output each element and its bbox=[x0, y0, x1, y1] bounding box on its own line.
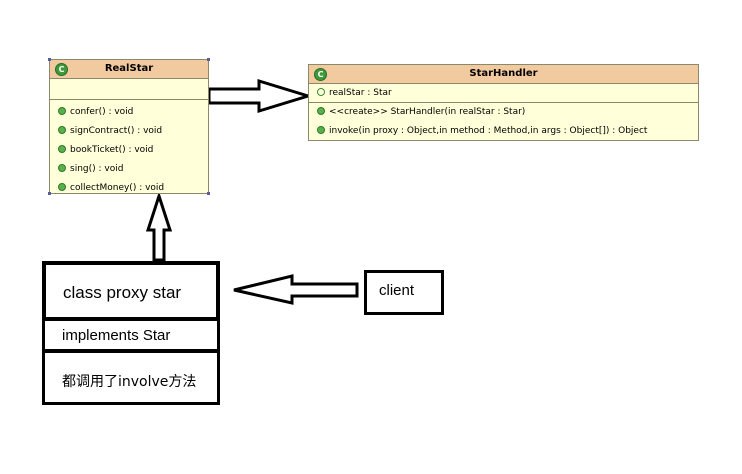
method-row: signContract() : void bbox=[50, 122, 208, 141]
public-method-icon bbox=[58, 164, 66, 172]
realstar-class: C RealStar confer() : void signContract(… bbox=[49, 59, 209, 194]
proxy-implements: implements Star bbox=[62, 327, 171, 344]
attribute-row: realStar : Star bbox=[309, 84, 698, 102]
starhandler-attributes: realStar : Star bbox=[309, 84, 698, 103]
proxy-note: 都调用了involve方法 bbox=[62, 374, 197, 390]
starhandler-class: C StarHandler realStar : Star <<create>>… bbox=[308, 64, 699, 141]
arrow-client-to-proxy bbox=[233, 274, 359, 305]
class-icon: C bbox=[314, 68, 327, 81]
selection-handle bbox=[207, 58, 210, 61]
starhandler-title: StarHandler bbox=[469, 68, 538, 79]
selection-handle bbox=[48, 58, 51, 61]
public-method-icon bbox=[317, 107, 325, 115]
method-row: sing() : void bbox=[50, 160, 208, 179]
public-method-icon bbox=[58, 183, 66, 191]
realstar-methods: confer() : void signContract() : void bo… bbox=[50, 100, 208, 198]
method-row: collectMoney() : void bbox=[50, 179, 208, 198]
realstar-header: C RealStar bbox=[50, 60, 208, 79]
proxy-title: class proxy star bbox=[63, 283, 182, 302]
arrow-proxy-to-realstar bbox=[145, 191, 173, 262]
realstar-title: RealStar bbox=[104, 63, 154, 74]
public-method-icon bbox=[58, 145, 66, 153]
proxy-implements-box: implements Star bbox=[42, 318, 220, 352]
method-row: <<create>> StarHandler(in realStar : Sta… bbox=[309, 103, 698, 122]
proxy-note-box: 都调用了involve方法 bbox=[42, 350, 220, 405]
method-row: confer() : void bbox=[50, 103, 208, 122]
public-method-icon bbox=[58, 126, 66, 134]
class-icon: C bbox=[55, 63, 68, 76]
starhandler-methods: <<create>> StarHandler(in realStar : Sta… bbox=[309, 103, 698, 141]
selection-handle bbox=[48, 192, 51, 195]
selection-handle bbox=[207, 192, 210, 195]
starhandler-header: C StarHandler bbox=[309, 65, 698, 84]
method-row: invoke(in proxy : Object,in method : Met… bbox=[309, 122, 698, 141]
client-label: client bbox=[379, 282, 415, 299]
realstar-attributes bbox=[50, 79, 208, 100]
proxy-class-box: class proxy star bbox=[42, 261, 220, 321]
client-box: client bbox=[364, 270, 444, 315]
public-method-icon bbox=[317, 126, 325, 134]
method-row: bookTicket() : void bbox=[50, 141, 208, 160]
arrow-realstar-to-starhandler bbox=[207, 78, 314, 114]
private-field-icon bbox=[317, 88, 325, 96]
public-method-icon bbox=[58, 107, 66, 115]
